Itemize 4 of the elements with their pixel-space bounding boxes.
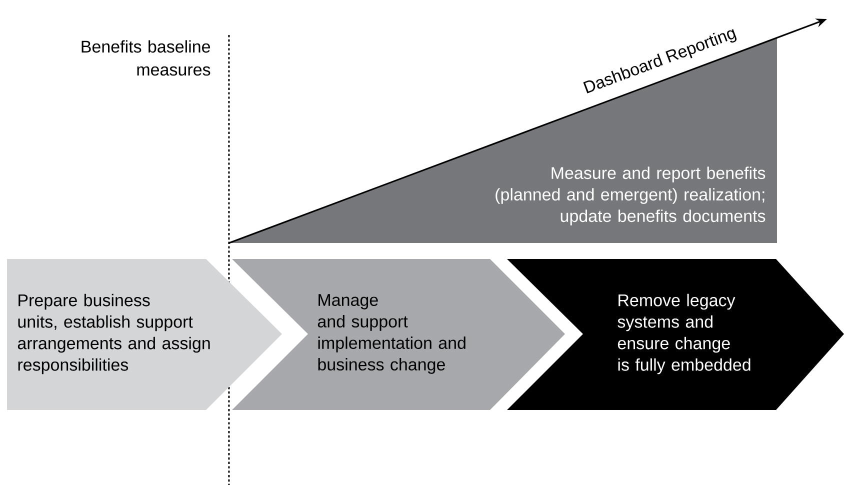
step-block: Manage and support implementation and business change bbox=[232, 259, 565, 410]
step-block: Remove legacy systems and ensure change is fully embedded bbox=[507, 259, 844, 410]
step-block: Prepare business units, establish support arrangements and assign responsibilities bbox=[7, 259, 282, 410]
side-note: Benefits baseline measures bbox=[82, 40, 210, 76]
